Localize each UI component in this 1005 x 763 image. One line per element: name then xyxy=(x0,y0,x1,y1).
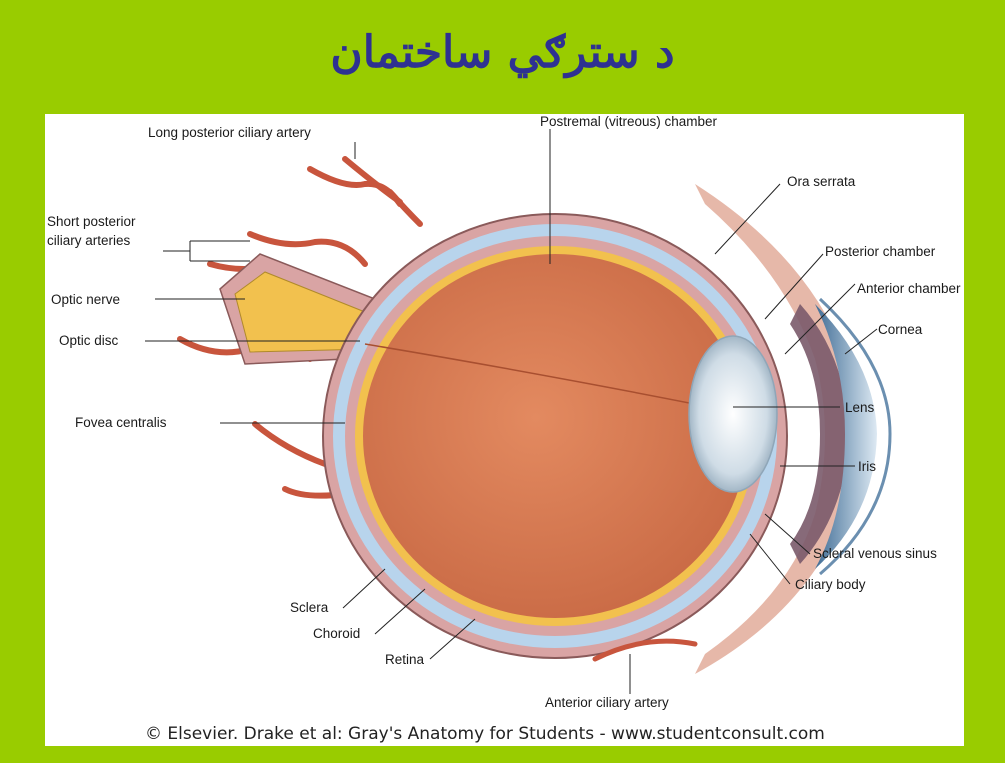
label-posterior-chamber: Posterior chamber xyxy=(825,244,936,259)
label-retina: Retina xyxy=(385,652,425,667)
label-choroid: Choroid xyxy=(313,626,360,641)
label-optic-nerve: Optic nerve xyxy=(51,292,120,307)
label-lens: Lens xyxy=(845,400,875,415)
label-ora-serrata: Ora serrata xyxy=(787,174,856,189)
lens-shape xyxy=(689,336,777,492)
label-long-posterior-ciliary-artery: Long posterior ciliary artery xyxy=(148,125,311,140)
label-optic-disc: Optic disc xyxy=(59,333,119,348)
label-sclera: Sclera xyxy=(290,600,329,615)
label-ciliary-body: Ciliary body xyxy=(795,577,866,592)
label-anterior-chamber: Anterior chamber xyxy=(857,281,961,296)
label-postremal-chamber: Postremal (vitreous) chamber xyxy=(540,114,718,129)
eye-diagram-panel: Long posterior ciliary artery Short post… xyxy=(45,114,964,746)
label-short-posterior: Short posterior xyxy=(47,214,136,229)
label-cornea: Cornea xyxy=(878,322,923,337)
label-anterior-ciliary-artery: Anterior ciliary artery xyxy=(545,695,669,710)
label-fovea-centralis: Fovea centralis xyxy=(75,415,167,430)
vitreous-chamber xyxy=(363,254,747,618)
label-iris: Iris xyxy=(858,459,876,474)
eye-anatomy-diagram: Long posterior ciliary artery Short post… xyxy=(45,114,964,746)
slide-title: د سترګي ساختمان xyxy=(0,18,1005,88)
label-scleral-venous-sinus: Scleral venous sinus xyxy=(813,546,937,561)
image-credit: © Elsevier. Drake et al: Gray's Anatomy … xyxy=(145,724,825,744)
label-ciliary-arteries: ciliary arteries xyxy=(47,233,131,248)
